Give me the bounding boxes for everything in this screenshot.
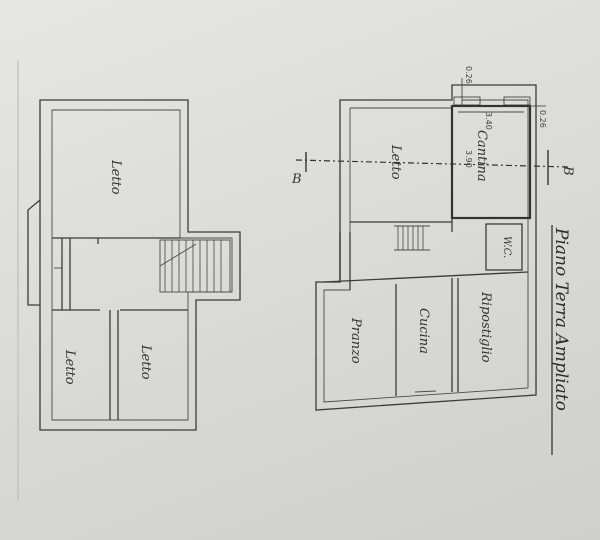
left-inner-wall	[51, 109, 233, 421]
section-mark-left: B	[291, 172, 302, 187]
right-staircase	[394, 225, 430, 251]
room-label-pranzo: Pranzo	[348, 317, 363, 364]
right-floor-plan	[315, 78, 546, 411]
right-window-1	[414, 390, 437, 393]
room-label-cucina: Cucina	[416, 308, 431, 354]
room-label-left-bottom-left: Letto	[62, 349, 77, 385]
section-mark-right: B	[560, 165, 575, 176]
left-staircase	[159, 239, 231, 293]
room-label-right-top: Letto	[388, 144, 403, 180]
cantina-outline	[450, 104, 532, 220]
room-label-ripostiglio: Ripostiglio	[478, 291, 493, 363]
right-lower-partition-top	[323, 271, 529, 283]
left-outer-wall	[39, 99, 241, 431]
wall-section-marker-2	[503, 96, 531, 106]
dim-label-340: 3.40	[484, 112, 493, 130]
plan-title: Piano Terra Ampliato	[551, 227, 571, 411]
left-bay-wall	[27, 199, 41, 306]
wc-room	[485, 223, 523, 271]
section-line	[295, 159, 571, 168]
room-label-left-top: Letto	[108, 159, 123, 195]
dim-label-026-b: 0.26	[538, 110, 547, 128]
room-label-cantina: Cantina	[474, 130, 489, 182]
dim-label-026-a: 0.26	[464, 66, 473, 84]
wall-section-marker-1	[453, 96, 481, 106]
room-label-left-bottom-right: Letto	[138, 344, 153, 380]
dim-label-390: 3.90	[464, 150, 473, 168]
room-label-wc: W.C.	[501, 236, 512, 258]
left-floor-plan	[27, 99, 241, 431]
